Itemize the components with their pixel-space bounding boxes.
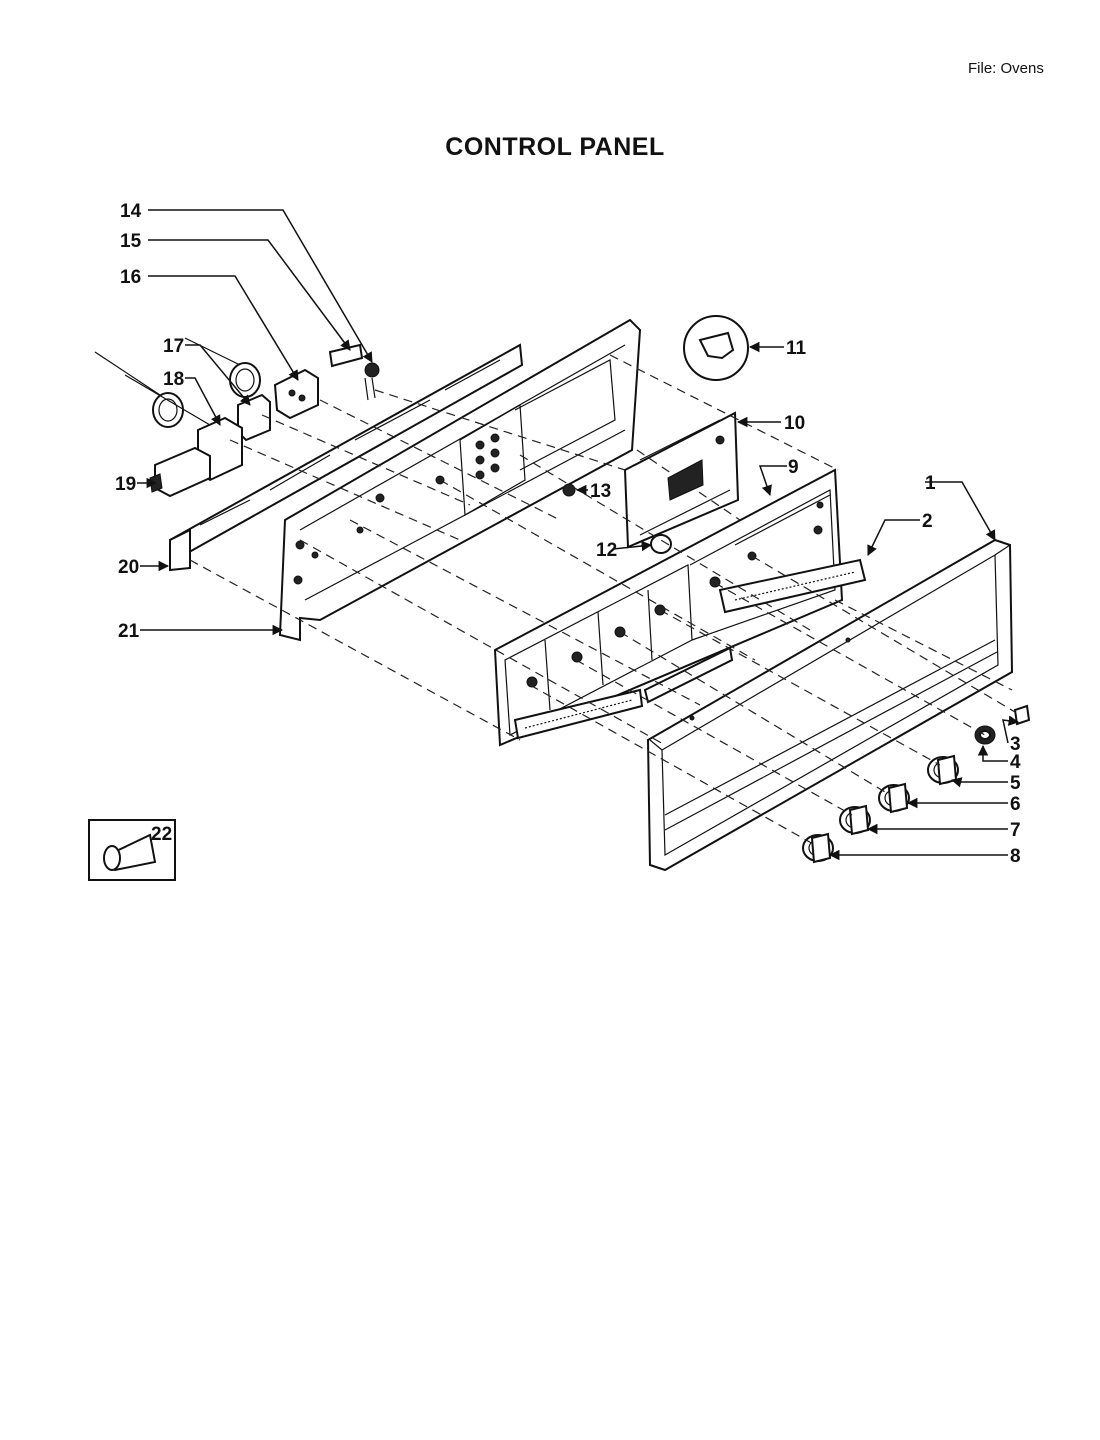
callout-10: 10 xyxy=(784,413,805,434)
components xyxy=(88,315,749,881)
knobs xyxy=(802,704,1031,864)
callout-17: 17 xyxy=(163,336,184,357)
page-title: CONTROL PANEL xyxy=(445,133,665,161)
callout-4: 4 xyxy=(1010,752,1021,773)
knob-4 xyxy=(974,725,996,745)
callout-18: 18 xyxy=(163,369,184,390)
callout-2: 2 xyxy=(922,511,933,532)
callout-6: 6 xyxy=(1010,794,1021,815)
callout-19: 19 xyxy=(115,474,136,495)
knob-8 xyxy=(802,832,834,864)
assembly-lines xyxy=(189,354,1016,846)
callout-1: 1 xyxy=(925,473,936,494)
callout-14: 14 xyxy=(120,201,142,222)
control-panel-face xyxy=(493,468,867,747)
callout-9: 9 xyxy=(788,457,799,478)
callout-5: 5 xyxy=(1010,773,1021,794)
callout-20: 20 xyxy=(118,557,139,578)
front-frame xyxy=(646,538,1014,872)
callout-11: 11 xyxy=(786,338,807,359)
leader-lines xyxy=(137,209,1020,861)
file-label: File: Ovens xyxy=(968,60,1044,77)
callout-22: 22 xyxy=(151,824,172,845)
callout-15: 15 xyxy=(120,231,142,252)
callout-3: 3 xyxy=(1010,734,1021,755)
knob-7 xyxy=(839,804,871,836)
callout-12: 12 xyxy=(596,540,617,561)
knob-6 xyxy=(878,782,910,814)
callout-16: 16 xyxy=(120,267,141,288)
callout-21: 21 xyxy=(118,621,140,642)
back-bracket xyxy=(168,318,642,642)
callout-13: 13 xyxy=(590,481,611,502)
callout-8: 8 xyxy=(1010,846,1021,867)
callout-7: 7 xyxy=(1010,820,1021,841)
callout-labels: 14 15 16 17 18 19 20 21 11 10 9 1 2 13 1… xyxy=(115,201,1021,867)
